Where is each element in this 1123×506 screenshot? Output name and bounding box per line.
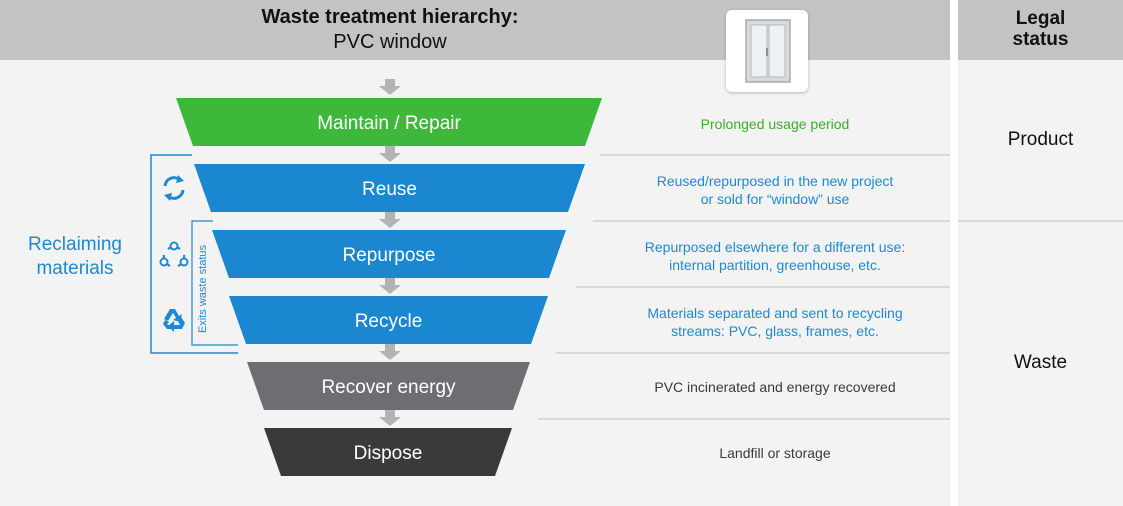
step-label-reuse: Reuse [194, 179, 585, 201]
description-line: Prolonged usage period [610, 115, 940, 133]
share-cycle-icon [159, 241, 189, 271]
step-label-recover-energy: Recover energy [247, 377, 530, 399]
step-label-dispose: Dispose [264, 443, 512, 465]
description-line: PVC incinerated and energy recovered [610, 378, 940, 396]
description-line: streams: PVC, glass, frames, etc. [610, 322, 940, 340]
exits-waste-status-label: Exits waste status [197, 229, 209, 349]
legal-status-product: Product [958, 129, 1123, 151]
description-line: Reused/repurposed in the new project [610, 172, 940, 190]
reclaiming-materials-label: Reclaiming materials [14, 233, 136, 281]
recycle-icon [159, 305, 189, 335]
description-line: or sold for “window” use [610, 190, 940, 208]
legal-status-waste: Waste [958, 352, 1123, 374]
step-description-reuse: Reused/repurposed in the new project or … [610, 172, 940, 208]
step-description-repurpose: Repurposed elsewhere for a different use… [610, 238, 940, 274]
description-line: Materials separated and sent to recyclin… [610, 304, 940, 322]
rotate-arrows-icon [159, 173, 189, 203]
step-label-recycle: Recycle [229, 311, 548, 333]
step-description-maintain-repair: Prolonged usage period [610, 115, 940, 133]
step-description-recover-energy: PVC incinerated and energy recovered [610, 378, 940, 396]
description-line: Landfill or storage [610, 444, 940, 462]
step-label-maintain-repair: Maintain / Repair [176, 113, 602, 135]
step-description-dispose: Landfill or storage [610, 444, 940, 462]
reclaim-line1: Reclaiming [14, 233, 136, 257]
step-label-repurpose: Repurpose [212, 245, 566, 267]
description-line: Repurposed elsewhere for a different use… [610, 238, 940, 256]
description-line: internal partition, greenhouse, etc. [610, 256, 940, 274]
step-description-recycle: Materials separated and sent to recyclin… [610, 304, 940, 340]
reclaim-line2: materials [14, 257, 136, 281]
